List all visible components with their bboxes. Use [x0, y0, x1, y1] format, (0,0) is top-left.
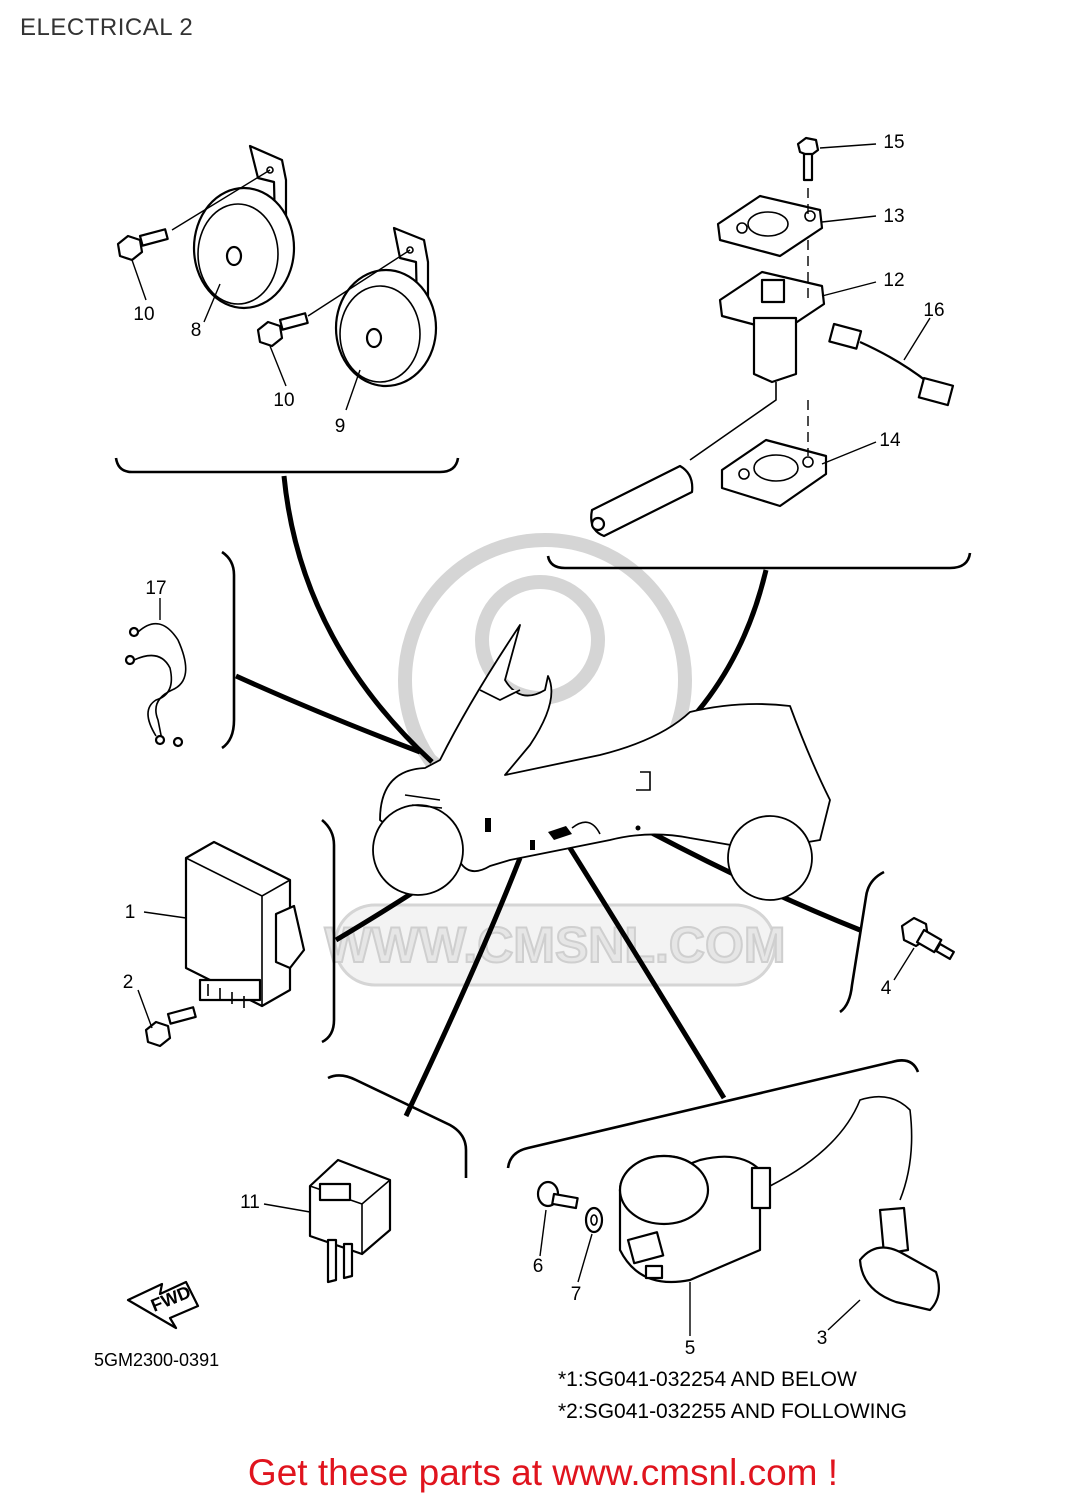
- group-frames: [114, 457, 972, 1178]
- callout-9: 9: [335, 416, 346, 437]
- callout-7: 7: [571, 1284, 582, 1305]
- note-2: *2:SG041-032255 AND FOLLOWING: [558, 1400, 907, 1423]
- callout-6: 6: [533, 1256, 544, 1277]
- watermark: WWW.CMSNL.COM: [323, 533, 787, 987]
- bolt-10-lower: [256, 312, 309, 348]
- callout-2: 2: [123, 972, 134, 993]
- screw-6: [536, 1180, 579, 1210]
- callout-4: 4: [881, 978, 892, 999]
- callout-16: 16: [923, 300, 944, 321]
- gasket-13: [716, 194, 824, 258]
- fwd-arrow: FWD: [126, 1280, 200, 1330]
- bolt-10-upper: [116, 228, 169, 262]
- ignition-coil-5: [618, 1095, 913, 1284]
- lead-wire-16: [828, 322, 955, 407]
- buy-parts-link[interactable]: Get these parts at www.cmsnl.com !: [247, 1452, 839, 1493]
- note-1: *1:SG041-032254 AND BELOW: [558, 1368, 857, 1391]
- thermo-switch-4: [900, 916, 955, 961]
- callout-10-lower: 10: [273, 390, 294, 411]
- relay-11: [308, 1158, 392, 1284]
- callout-3: 3: [817, 1328, 828, 1349]
- diagram-code: 5GM2300-0391: [94, 1350, 219, 1370]
- callout-10-upper: 10: [133, 304, 154, 325]
- callout-12: 12: [883, 270, 904, 291]
- callout-numbers: 1 2 3 4 5 6 7 8 9 10 10 11 12 13 14 15 1…: [123, 132, 945, 1359]
- cdi-unit-1: [184, 840, 306, 1008]
- page-title: ELECTRICAL 2: [20, 14, 194, 41]
- callout-8: 8: [191, 320, 202, 341]
- callout-11: 11: [240, 1192, 260, 1213]
- callout-13: 13: [883, 206, 904, 227]
- callout-14: 14: [879, 430, 901, 451]
- callout-5: 5: [685, 1338, 696, 1359]
- bolt-15: [796, 136, 820, 182]
- washer-7: [584, 1206, 604, 1234]
- plug-cap-3: [858, 1206, 941, 1312]
- bolt-2: [144, 1006, 197, 1048]
- watermark-text: WWW.CMSNL.COM: [324, 917, 785, 973]
- horn-8: [192, 144, 296, 310]
- gasket-14: [720, 438, 828, 508]
- clamp-17: [124, 622, 187, 748]
- leader-lines: [131, 143, 931, 1336]
- motorcycle-outline: [372, 624, 831, 901]
- callout-17: 17: [145, 578, 166, 599]
- callout-15: 15: [883, 132, 904, 153]
- horn-9: [334, 226, 438, 388]
- callout-1: 1: [125, 902, 136, 923]
- fuel-sender-12: [590, 270, 826, 538]
